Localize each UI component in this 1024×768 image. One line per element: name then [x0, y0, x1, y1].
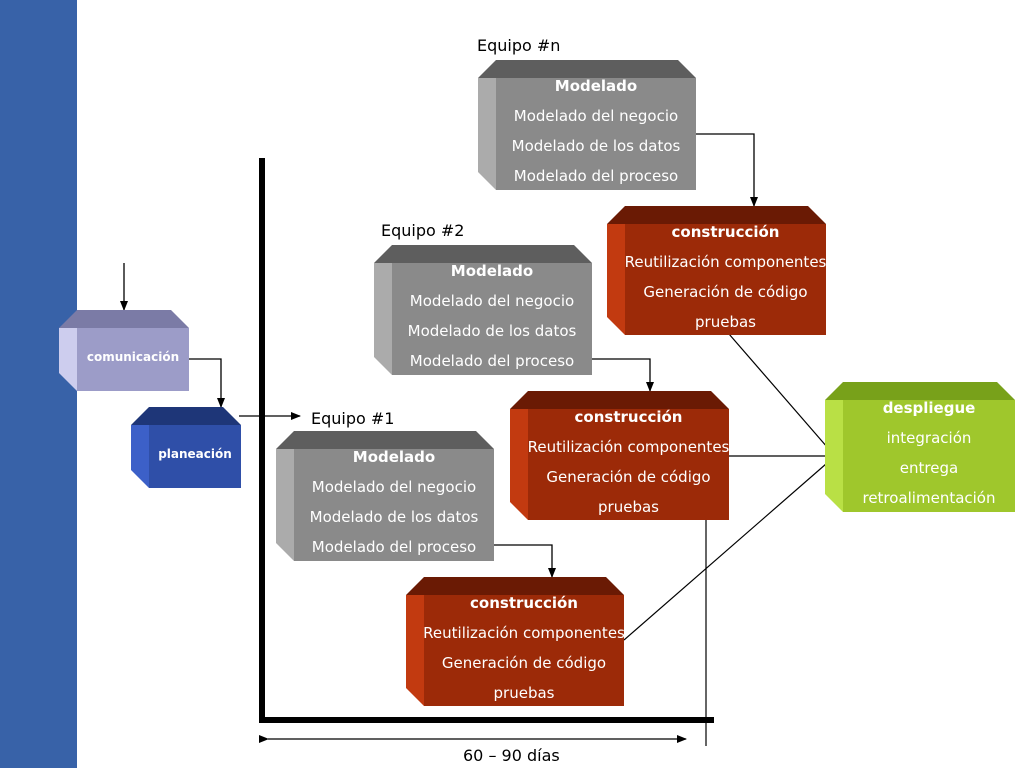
box-heading: planeación — [158, 446, 232, 461]
flow-modelado-construccion-2 — [592, 358, 654, 392]
box-front-face — [843, 400, 1015, 512]
flow-construccion-1-despliegue — [623, 456, 835, 641]
box-text: planeación — [149, 422, 241, 485]
box-front-face — [625, 224, 826, 335]
flow-construccion-n-despliegue — [728, 333, 835, 456]
box-item: pruebas — [598, 497, 659, 516]
box-top-face — [406, 577, 624, 595]
box-heading: construcción — [470, 593, 578, 612]
box-top-face — [510, 391, 729, 409]
box-heading: despliegue — [882, 399, 976, 417]
box-heading: construcción — [574, 407, 683, 426]
box-heading: Modelado — [554, 77, 638, 95]
box-front-face — [294, 449, 494, 561]
despliegue-box: despliegue integración entrega retroaliment… — [825, 382, 1015, 512]
team-1-label: Equipo #1 — [311, 409, 395, 428]
box-front-face — [424, 595, 624, 706]
box-item: entrega — [899, 459, 959, 477]
sidebar-strip — [0, 0, 77, 768]
box-top-face — [374, 245, 592, 263]
duration-label: 60 – 90 días — [463, 746, 560, 765]
planeacion-box: planeación — [131, 407, 241, 488]
box-top-face — [59, 310, 189, 328]
box-item: Modelado de los datos — [309, 508, 479, 526]
box-item: pruebas — [493, 683, 555, 702]
box-text: comunicación — [77, 325, 189, 388]
box-side-face — [478, 78, 496, 190]
comunicacion-box: comunicación — [59, 310, 189, 391]
box-front-face — [149, 425, 241, 488]
box-front-face — [77, 328, 189, 391]
box-item: pruebas — [695, 312, 756, 331]
box-text: despliegue integración entrega retroaliment… — [843, 397, 1015, 509]
box-heading: Modelado — [450, 262, 534, 280]
flow-modelado-construccion-1 — [494, 544, 556, 578]
box-item: Generación de código — [643, 282, 808, 301]
box-item: Modelado de los datos — [511, 137, 681, 155]
flow-modelado-construccion-n — [696, 133, 758, 207]
box-side-face — [406, 595, 424, 706]
box-item: Modelado del proceso — [311, 538, 477, 556]
box-item: Modelado del negocio — [513, 107, 679, 125]
box-side-face — [825, 400, 843, 512]
box-item: Modelado del negocio — [311, 478, 477, 496]
box-item: retroalimentación — [862, 489, 996, 507]
box-side-face — [276, 449, 294, 561]
flow-comunicacion-planeacion — [189, 358, 225, 408]
box-top-face — [131, 407, 241, 425]
box-heading: Modelado — [352, 448, 436, 466]
box-item: Modelado del proceso — [409, 352, 575, 370]
box-item: Modelado del negocio — [409, 292, 575, 310]
box-item: integración — [886, 429, 972, 447]
box-item: Modelado de los datos — [407, 322, 577, 340]
box-front-face — [392, 263, 592, 375]
team-n-label: Equipo #n — [477, 36, 561, 55]
box-item: Reutilización componentes — [528, 437, 729, 456]
box-item: Reutilización componentes — [625, 252, 826, 271]
box-side-face — [131, 425, 149, 488]
team-2-label: Equipo #2 — [381, 221, 465, 240]
box-top-face — [276, 431, 494, 449]
box-item: Generación de código — [546, 467, 711, 486]
box-top-face — [607, 206, 826, 224]
box-heading: construcción — [671, 222, 780, 241]
box-side-face — [607, 224, 625, 335]
box-side-face — [59, 328, 77, 391]
box-side-face — [374, 263, 392, 375]
box-heading: comunicación — [86, 349, 180, 364]
box-item: Reutilización componentes — [424, 623, 624, 642]
box-item: Modelado del proceso — [513, 167, 679, 185]
box-front-face — [528, 409, 729, 520]
box-top-face — [478, 60, 696, 78]
box-top-face — [825, 382, 1015, 400]
box-item: Generación de código — [441, 653, 607, 672]
box-side-face — [510, 409, 528, 520]
box-front-face — [496, 78, 696, 190]
